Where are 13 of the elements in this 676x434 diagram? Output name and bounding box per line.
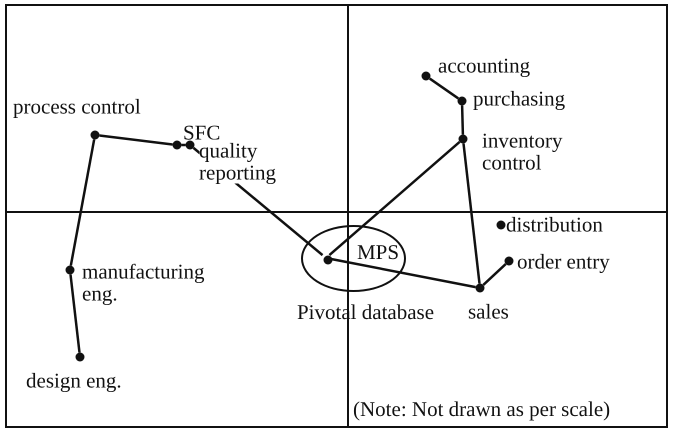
connector-line bbox=[328, 141, 460, 256]
data-point bbox=[324, 256, 332, 264]
ellipse-label: MPS bbox=[357, 241, 400, 264]
connector-line bbox=[428, 78, 460, 100]
connector-line bbox=[70, 139, 96, 266]
connector-line bbox=[460, 105, 464, 135]
connector-line bbox=[462, 143, 481, 284]
connector-line bbox=[69, 274, 81, 353]
note-text: (Note: Not drawn as per scale) bbox=[353, 398, 610, 420]
connector-line bbox=[99, 134, 173, 146]
connector-line bbox=[182, 144, 186, 146]
connector-line bbox=[482, 263, 507, 286]
connector-line bbox=[330, 258, 476, 288]
